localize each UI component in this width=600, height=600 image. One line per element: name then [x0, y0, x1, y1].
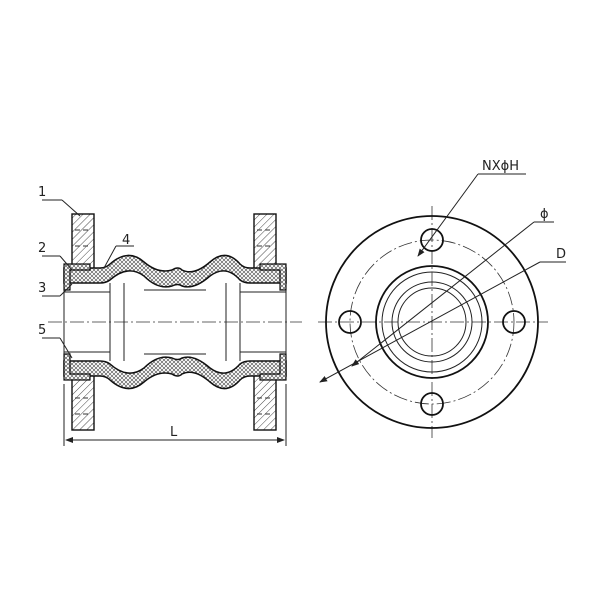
flange-outer-circle [325, 215, 539, 429]
rubber-body-top [63, 254, 287, 288]
length-dimension: L [63, 384, 287, 446]
callout-2: 2 [38, 241, 46, 256]
callouts: 1 2 3 4 5 [38, 185, 134, 359]
inner-bore [63, 283, 287, 361]
callout-3: 3 [38, 281, 46, 296]
bolt-hole-top [420, 228, 444, 252]
rubber-body-bottom [63, 356, 287, 390]
outer-diameter-leader: D [319, 247, 566, 383]
sealing-face-circle [375, 265, 489, 379]
callout-4: 4 [122, 233, 130, 248]
callout-5: 5 [38, 323, 46, 338]
inner-diameter-label: ϕ [540, 207, 549, 222]
bore-outer-circle [391, 281, 473, 363]
bolt-hole-leader: NXϕH [417, 159, 526, 257]
bolt-hole-bottom [420, 392, 444, 416]
outer-diameter-label: D [556, 247, 566, 262]
bolt-hole-label: NXϕH [482, 159, 519, 174]
bolt-hole-left [338, 310, 362, 334]
bolt-hole-right [502, 310, 526, 334]
inner-diameter-leader: ϕ [351, 207, 554, 367]
bolt-circle [349, 239, 515, 405]
callout-1: 1 [38, 185, 46, 200]
rubber-outer-circle [381, 271, 483, 373]
end-view: NXϕH ϕ D [318, 159, 566, 438]
right-flange [253, 213, 277, 431]
left-flange [71, 213, 95, 431]
side-view: 1 2 3 4 5 L [38, 185, 302, 446]
length-label: L [170, 425, 178, 440]
bore-inner-circle [397, 287, 467, 357]
